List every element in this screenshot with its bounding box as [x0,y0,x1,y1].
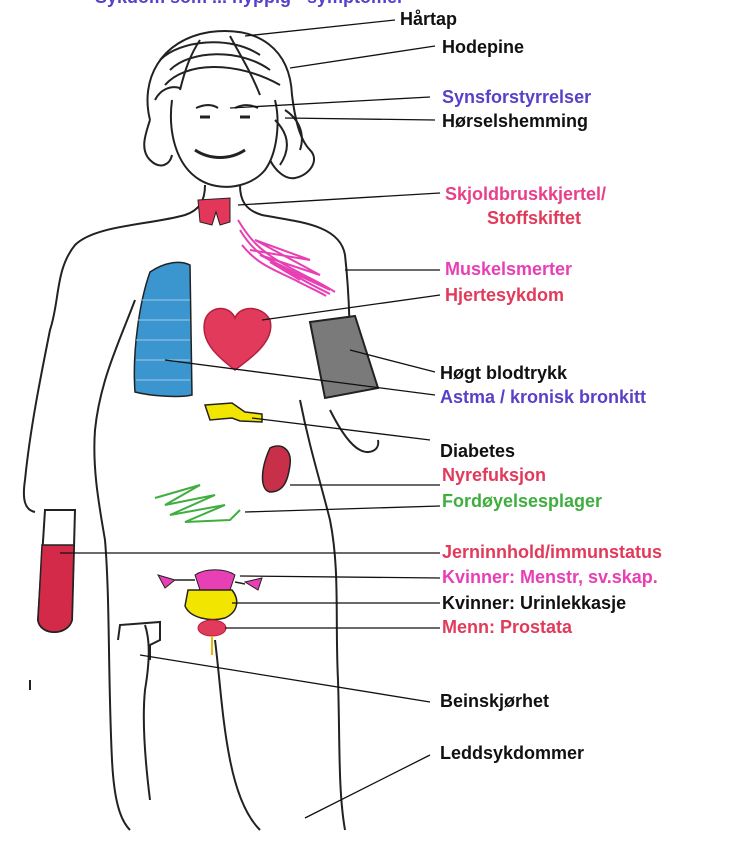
label-nyrefuksjon: Nyrefuksjon [442,464,546,486]
uterus-organ [158,570,262,590]
body-outline [24,185,378,830]
label-kvinner-menstr: Kvinner: Menstr, sv.skap. [442,566,658,588]
label-menn-prostata: Menn: Prostata [442,616,572,638]
label-hogt-blodtrykk: Høgt blodtrykk [440,362,567,384]
lung-organ [134,262,192,396]
label-skjoldbrusk-line1: Skjoldbruskkjertel/ [445,183,606,205]
label-beinskjorhet: Beinskjørhet [440,690,549,712]
label-horselshemming: Hørselshemming [442,110,588,132]
label-jern: Jerninnhold/immunstatus [442,541,662,563]
label-muskelsmerter: Muskelsmerter [445,258,572,280]
label-hjertesykdom: Hjertesykdom [445,284,564,306]
pancreas-organ [205,403,262,422]
face [171,100,278,187]
label-leddsykdommer: Leddsykdommer [440,742,584,764]
heart-organ [204,308,271,370]
thyroid-organ [198,198,230,225]
label-synsforstyrrelser: Synsforstyrrelser [442,86,591,108]
label-astma: Astma / kronisk bronkitt [440,386,646,408]
label-diabetes: Diabetes [440,440,515,462]
kidney-organ [263,446,291,492]
label-hartap: Hårtap [400,8,457,30]
blood-test-tube [38,510,75,632]
label-skjoldbrusk-line2: Stoffskiftet [487,207,581,229]
label-fordoyelse: Fordøyelsesplager [442,490,602,512]
digestion-scribble [155,485,240,522]
cut-off-title: Sykdom som ... hyppig - symptomer [95,0,404,8]
muscle-scribble [238,220,335,296]
bladder-organ [185,590,237,620]
prostate-organ [198,620,226,636]
label-hodepine: Hodepine [442,36,524,58]
label-kvinner-urin: Kvinner: Urinlekkasje [442,592,626,614]
